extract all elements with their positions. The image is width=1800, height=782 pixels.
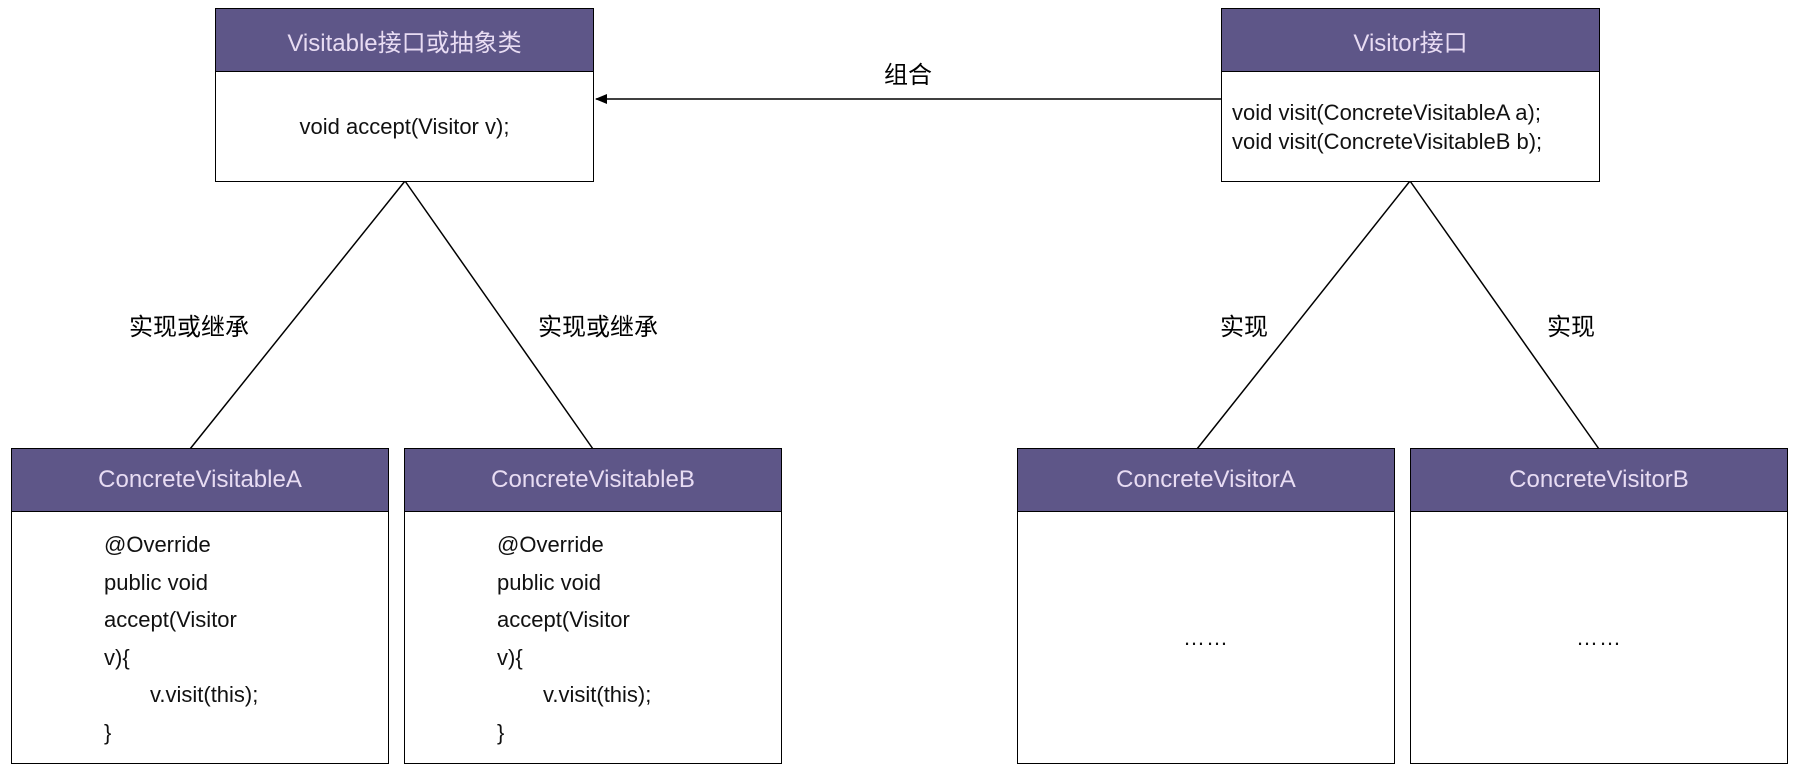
visitor-to-concrete-visitor-a-line (1196, 180, 1411, 450)
concrete-visitor-b-body: …… (1411, 512, 1787, 763)
concrete-visitor-b-title: ConcreteVisitorB (1411, 449, 1787, 512)
visitable-interface-body: void accept(Visitor v); (216, 72, 593, 181)
concrete-visitable-a-code: @Override public void accept(Visitor v){… (12, 512, 388, 763)
visitor-to-concrete-visitor-b-line (1409, 180, 1600, 450)
code-line: v){ (497, 644, 523, 670)
concrete-visitable-a-title: ConcreteVisitableA (12, 449, 388, 512)
code-line: } (104, 719, 112, 745)
visitor-interface-box: Visitor接口 void visit(ConcreteVisitableA … (1221, 8, 1600, 182)
concrete-visitable-b-code: @Override public void accept(Visitor v){… (405, 512, 781, 763)
concrete-visitor-b-box: ConcreteVisitorB …… (1410, 448, 1788, 764)
code-line: v.visit(this); (543, 682, 652, 707)
visitor-interface-body: void visit(ConcreteVisitableA a); void v… (1222, 72, 1599, 181)
visit-method-b-signature: void visit(ConcreteVisitableB b); (1232, 128, 1543, 154)
code-line: v.visit(this); (150, 682, 259, 707)
visitable-to-concrete-b-line (404, 180, 594, 450)
accept-method-signature: void accept(Visitor v); (299, 113, 510, 139)
composition-label: 组合 (884, 62, 932, 89)
impl-right-label: 实现 (1547, 314, 1595, 341)
visitable-interface-title: Visitable接口或抽象类 (216, 9, 593, 72)
code-line: accept(Visitor (104, 607, 237, 632)
visitable-to-concrete-a-line (189, 180, 406, 450)
concrete-visitable-b-box: ConcreteVisitableB @Override public void… (404, 448, 782, 764)
concrete-visitor-b-ellipsis: …… (1576, 624, 1622, 650)
code-line: v){ (104, 644, 130, 670)
concrete-visitor-a-title: ConcreteVisitorA (1018, 449, 1394, 512)
concrete-visitor-a-ellipsis: …… (1183, 624, 1229, 650)
concrete-visitable-b-title: ConcreteVisitableB (405, 449, 781, 512)
code-line: } (497, 719, 505, 745)
code-line: @Override (104, 532, 211, 557)
visit-method-a-signature: void visit(ConcreteVisitableA a); (1232, 99, 1541, 125)
concrete-visitor-a-body: …… (1018, 512, 1394, 763)
impl-or-inherit-left-label: 实现或继承 (129, 314, 249, 341)
code-line: public void (104, 569, 208, 595)
code-line: public void (497, 569, 601, 595)
concrete-visitor-a-box: ConcreteVisitorA …… (1017, 448, 1395, 764)
visitable-interface-box: Visitable接口或抽象类 void accept(Visitor v); (215, 8, 594, 182)
concrete-visitable-a-box: ConcreteVisitableA @Override public void… (11, 448, 389, 764)
visitor-interface-title: Visitor接口 (1222, 9, 1599, 72)
code-line: @Override (497, 532, 604, 557)
impl-or-inherit-right-label: 实现或继承 (538, 314, 658, 341)
code-line: accept(Visitor (497, 607, 630, 632)
impl-left-label: 实现 (1220, 314, 1268, 341)
